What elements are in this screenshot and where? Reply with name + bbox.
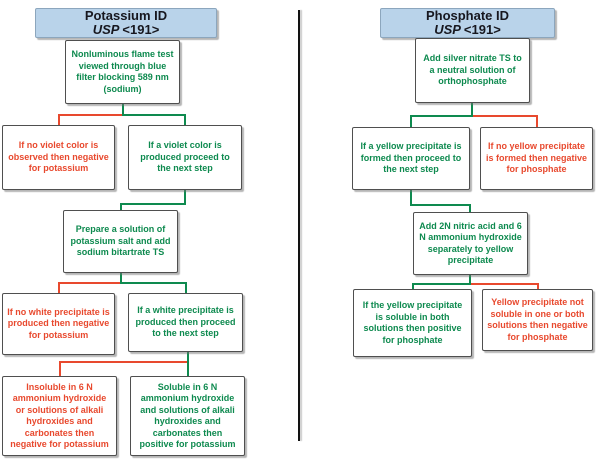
potassium-header: Potassium ID USP<191> [35, 8, 217, 38]
phosphate-header: Phosphate ID USP<191> [380, 8, 555, 38]
connector-green-to-step2 [120, 189, 186, 211]
flow-box-no-yellow: If no yellow precipitate is formed then … [480, 127, 593, 190]
column-divider [298, 10, 300, 441]
connector-green-yellow [410, 103, 473, 128]
flow-box-silver-nitrate: Add silver nitrate TS to a neutral solut… [415, 38, 530, 103]
potassium-usp-ref: USP<191> [92, 22, 160, 37]
connector-green-soluble-phosphate [412, 274, 471, 290]
flow-box-soluble-both-positive: If the yellow precipitate is soluble in … [353, 289, 472, 357]
flow-box-soluble-positive: Soluble in 6 N ammonium hydroxide and so… [130, 376, 245, 456]
connector-red-no-yellow [472, 115, 538, 128]
phosphate-title: Phosphate ID [425, 8, 510, 23]
connector-green-to-step2-phosphate [410, 189, 471, 213]
flow-box-insoluble-negative: Insoluble in 6 N ammonium hydroxide or s… [2, 376, 117, 456]
connector-red-insoluble [59, 361, 188, 377]
flow-box-not-soluble-negative: Yellow precipitate not soluble in one or… [482, 289, 593, 351]
flow-box-no-white-precipitate: If no white precipitate is produced then… [2, 293, 115, 355]
flow-box-yellow-formed: If a yellow precipitate is formed then p… [352, 127, 470, 190]
flow-box-prepare-solution: Prepare a solution of potassium salt and… [63, 210, 178, 273]
phosphate-usp-ref: USP<191> [434, 22, 501, 37]
potassium-title: Potassium ID [84, 8, 168, 23]
connector-green-white-precipitate [120, 272, 187, 294]
flow-box-white-precipitate: If a white precipitate is produced then … [128, 293, 243, 352]
flow-box-violet-produced: If a violet color is produced proceed to… [128, 125, 242, 190]
connector-green-violet [122, 103, 186, 126]
flow-box-no-violet: If no violet color is observed then nega… [2, 125, 115, 190]
connector-red-not-soluble [470, 283, 539, 290]
flow-box-flame-test: Nonluminous flame test viewed through bl… [65, 40, 180, 104]
connector-red-no-violet [58, 114, 123, 126]
flow-box-nitric-acid: Add 2N nitric acid and 6 N ammonium hydr… [413, 212, 528, 275]
connector-red-no-white-precipitate [58, 282, 121, 294]
